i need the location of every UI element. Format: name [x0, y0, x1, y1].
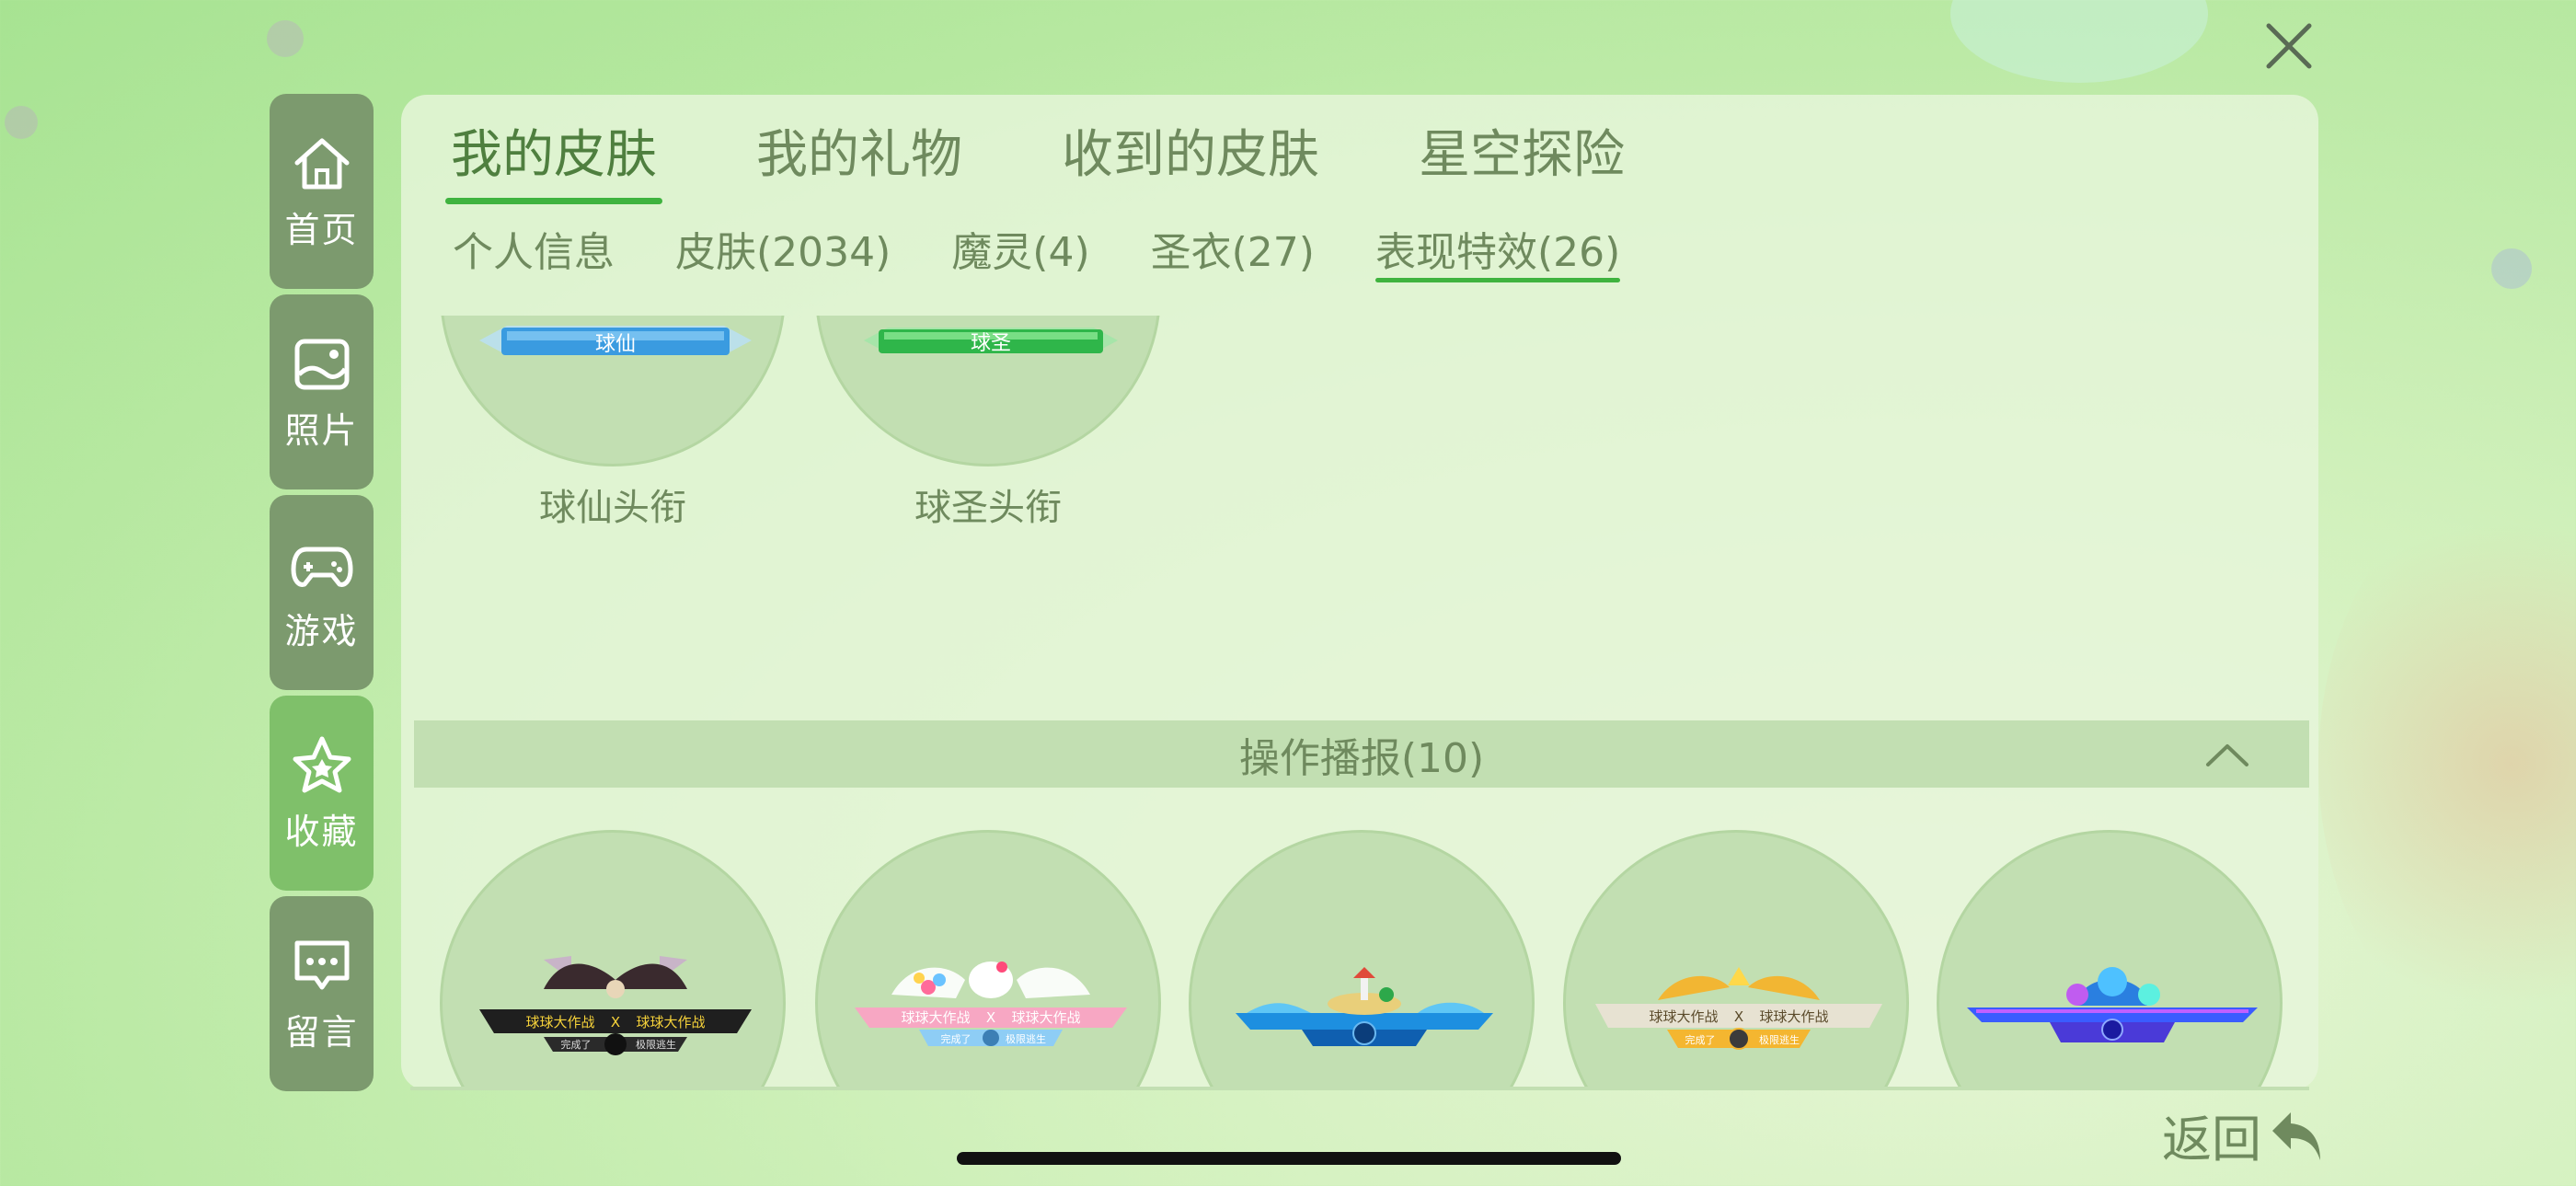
return-arrow-icon	[2272, 1111, 2320, 1160]
broadcast-item-ocean[interactable]	[1189, 830, 1535, 1090]
home-icon	[294, 138, 349, 189]
chevron-up-icon[interactable]	[2204, 741, 2250, 768]
tab-my-skins[interactable]: 我的皮肤	[445, 113, 662, 205]
neon-castle-broadcast-icon	[1967, 967, 2258, 1042]
subtab-armor[interactable]: 圣衣(27)	[1150, 229, 1315, 276]
nav-label: 收藏	[284, 811, 359, 852]
svg-text:极限逃生: 极限逃生	[636, 1038, 676, 1051]
subtab-skins[interactable]: 皮肤(2034)	[675, 229, 891, 276]
nav-label: 留言	[284, 1011, 359, 1053]
bg-glow	[1950, 0, 2208, 83]
bg-dot	[2491, 248, 2532, 289]
nav-label: 游戏	[284, 610, 359, 651]
nav-item-photos[interactable]: 照片	[270, 294, 374, 489]
svg-text:X: X	[1734, 1008, 1743, 1025]
message-icon	[294, 940, 349, 989]
svg-text:球仙: 球仙	[595, 333, 636, 356]
svg-text:X: X	[986, 1009, 995, 1026]
effects-grid[interactable]: 球仙 球仙头衔 球圣 球圣头衔 操作播报(10)	[401, 316, 2318, 1090]
svg-text:球球大作战: 球球大作战	[636, 1014, 705, 1031]
list-divider	[410, 1087, 2309, 1090]
item-thumbnail: 球球大作战 X 球球大作战 完成了 极限逃生	[1563, 830, 1909, 1090]
dark-winged-broadcast-icon: 球球大作战 X 球球大作战 完成了 极限逃生	[479, 956, 752, 1055]
section-title: 操作播报(10)	[1238, 734, 1485, 782]
hello-kitty-broadcast-icon: 球球大作战 X 球球大作战 完成了 极限逃生	[855, 961, 1127, 1046]
svg-text:球球大作战: 球球大作战	[525, 1014, 594, 1031]
bg-dot	[267, 20, 304, 57]
broadcast-item-neon[interactable]	[1937, 830, 2283, 1090]
broadcast-item-kitty[interactable]: 球球大作战 X 球球大作战 完成了 极限逃生	[815, 830, 1161, 1090]
secondary-tabs: 个人信息 皮肤(2034) 魔灵(4) 圣衣(27) 表现特效(26)	[453, 219, 1681, 282]
star-icon	[293, 736, 351, 792]
title-item-qiuxian[interactable]: 球仙 球仙头衔	[440, 316, 786, 529]
broadcast-item-golden[interactable]: 球球大作战 X 球球大作战 完成了 极限逃生	[1563, 830, 1909, 1090]
broadcast-item-dark[interactable]: 球球大作战 X 球球大作战 完成了 极限逃生	[440, 830, 786, 1090]
title-badge-icon: 球仙	[479, 326, 752, 356]
item-thumbnail	[1189, 830, 1535, 1090]
nav-label: 照片	[284, 409, 359, 451]
section-operation-broadcast[interactable]: 操作播报(10)	[414, 720, 2309, 788]
tab-star-adventure[interactable]: 星空探险	[1419, 125, 1625, 185]
subtab-effects[interactable]: 表现特效(26)	[1374, 219, 1621, 282]
bg-orb	[2318, 478, 2576, 1049]
title-badge-icon: 球圣	[864, 328, 1118, 355]
svg-text:球球大作战: 球球大作战	[1759, 1008, 1828, 1025]
nav-item-messages[interactable]: 留言	[270, 896, 374, 1091]
svg-text:极限逃生: 极限逃生	[1759, 1033, 1800, 1046]
main-panel: 我的皮肤 我的礼物 收到的皮肤 星空探险 个人信息 皮肤(2034) 魔灵(4)…	[401, 95, 2318, 1090]
gamepad-icon	[291, 547, 352, 587]
nav-label: 首页	[284, 209, 359, 250]
title-item-qiusheng[interactable]: 球圣 球圣头衔	[815, 316, 1161, 529]
image-icon	[294, 339, 349, 389]
nav-item-home[interactable]: 首页	[270, 94, 374, 289]
home-indicator[interactable]	[957, 1152, 1621, 1165]
tab-my-gifts[interactable]: 我的礼物	[756, 125, 962, 185]
svg-text:完成了: 完成了	[561, 1038, 592, 1051]
svg-text:球球大作战: 球球大作战	[901, 1009, 970, 1026]
item-thumbnail: 球球大作战 X 球球大作战 完成了 极限逃生	[440, 830, 786, 1090]
ocean-island-broadcast-icon	[1236, 967, 1493, 1046]
svg-text:完成了: 完成了	[1685, 1033, 1716, 1046]
tab-received-skins[interactable]: 收到的皮肤	[1062, 125, 1319, 185]
svg-text:球圣: 球圣	[971, 332, 1011, 355]
svg-text:球球大作战: 球球大作战	[1649, 1008, 1718, 1025]
subtab-profile[interactable]: 个人信息	[453, 229, 615, 276]
item-label: 球仙头衔	[539, 487, 686, 529]
nav-item-favorites[interactable]: 收藏	[270, 696, 374, 891]
golden-wings-broadcast-icon: 球球大作战 X 球球大作战 完成了 极限逃生	[1595, 967, 1882, 1050]
item-label: 球圣头衔	[914, 487, 1062, 529]
svg-text:X: X	[611, 1014, 620, 1031]
back-button[interactable]: 返回	[2162, 1099, 2329, 1171]
back-label: 返回	[2162, 1111, 2261, 1169]
item-thumbnail	[1937, 830, 2283, 1090]
item-thumbnail: 球圣	[815, 316, 1161, 466]
item-thumbnail: 球仙	[440, 316, 786, 466]
subtab-spirits[interactable]: 魔灵(4)	[951, 229, 1090, 276]
close-icon[interactable]	[2261, 18, 2317, 74]
bg-dot	[5, 106, 38, 139]
nav-item-games[interactable]: 游戏	[270, 495, 374, 690]
primary-tabs: 我的皮肤 我的礼物 收到的皮肤 星空探险	[445, 113, 1724, 205]
svg-text:球球大作战: 球球大作战	[1011, 1009, 1080, 1026]
svg-text:极限逃生: 极限逃生	[1006, 1032, 1046, 1045]
svg-text:完成了: 完成了	[941, 1032, 972, 1045]
item-thumbnail: 球球大作战 X 球球大作战 完成了 极限逃生	[815, 830, 1161, 1090]
